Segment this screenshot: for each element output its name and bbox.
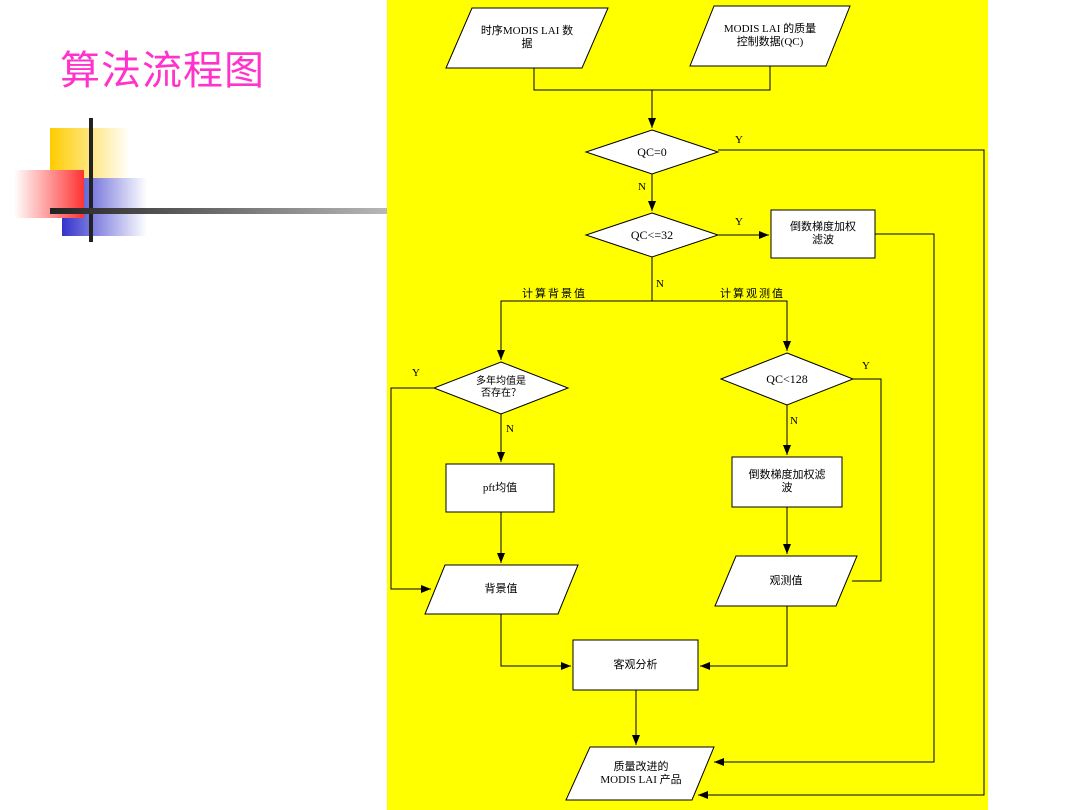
background-value-label: 背景值 [484,583,518,595]
edge-label-qc32-no: N [656,278,664,290]
background-value-shape [424,564,579,615]
edge-label-qc128-yes: Y [862,360,870,372]
input-qc-shape [689,5,851,67]
edge-label-qc0-no: N [638,181,646,193]
pft-mean-shape [445,463,555,513]
input-qc-label: MODIS LAI 的质量 控制数据(QC) [723,23,817,48]
edge-label-qc0-yes: Y [735,134,743,146]
edge-lai-merge [533,68,652,91]
decision-qc32-label: QC<=32 [630,227,674,242]
edge-qc0-yes [698,149,985,799]
output-label: 质量改进的 MODIS LAI 产品 [600,760,682,786]
decision-multiyear-label: 多年均值是 否存在？ [476,376,526,399]
edge-multiyear-yes [390,387,434,593]
deco-vertical-line [89,118,93,242]
filter-right-label: 倒数梯度加权滤 波 [748,469,826,494]
objective-analysis-label: 客观分析 [613,658,658,671]
decision-qc0-label: QC=0 [637,144,667,159]
edge-split-left [497,300,652,360]
edge-label-qc128-no: N [790,415,798,427]
decorative-bullet-graphic [14,118,395,242]
filter-top-shape [770,209,876,259]
edge-obs-to-analysis [700,606,788,670]
input-lai-shape [445,7,609,69]
edge-label-multiyear-no: N [506,423,514,435]
edge-filter-top-out [714,233,935,766]
slide-title: 算法流程图 [60,48,265,94]
filter-top-label: 倒数梯度加权 滤波 [790,221,856,246]
edge-split-right [652,300,791,351]
input-lai-label: 时序MODIS LAI 数 据 [480,25,574,50]
edge-qc-merge [652,66,771,91]
edge-label-qc32-yes: Y [735,216,743,228]
objective-analysis-shape [572,639,699,691]
observed-value-shape [714,555,858,607]
edge-bg-to-analysis [500,614,571,670]
deco-horizontal-line [50,208,395,214]
edge-qc128-yes [852,378,882,582]
pft-mean-label: pft均值 [482,481,518,494]
decision-qc128-label: QC<128 [766,371,808,386]
filter-right-shape [731,456,843,508]
edge-label-multiyear-yes: Y [412,367,420,379]
output-shape [565,746,715,801]
edge-label-compute-observed: 计算观测值 [720,288,785,300]
edge-label-compute-background: 计算背景值 [522,288,587,300]
observed-value-label: 观测值 [769,574,803,587]
